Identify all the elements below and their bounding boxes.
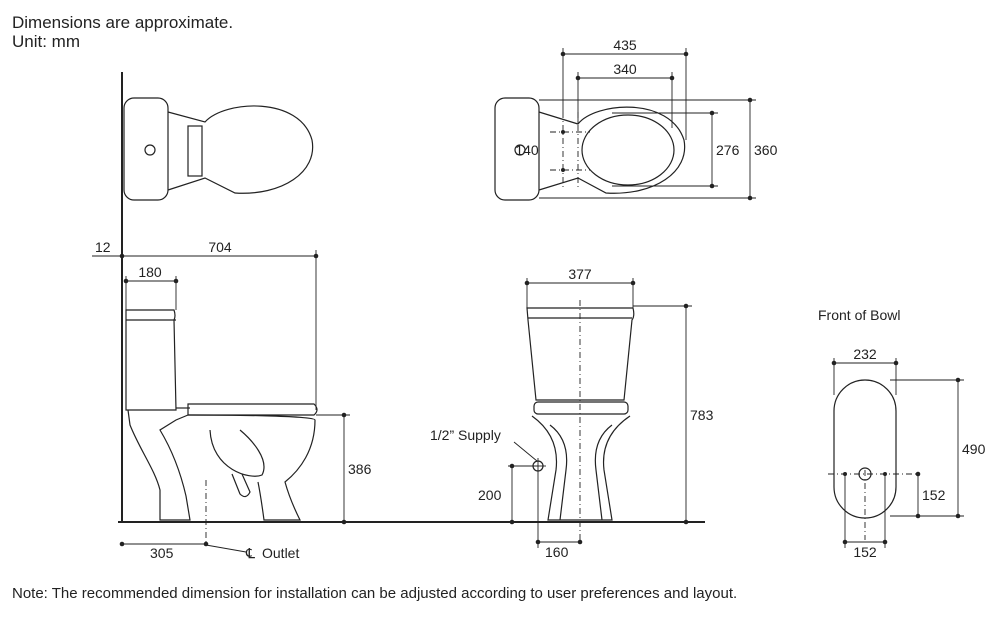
seat-lid: [533, 401, 629, 415]
dim-180: 180: [138, 264, 162, 280]
top-view: 435 340 140 276 360: [123, 37, 778, 201]
installation-note: Note: The recommended dimension for inst…: [12, 585, 738, 602]
tank-outline: [123, 97, 169, 201]
tank-outline: [494, 97, 540, 201]
dim-704: 704: [208, 239, 232, 255]
dim-783: 783: [690, 407, 714, 423]
dim-386: 386: [348, 461, 372, 477]
top-view-plain: [123, 97, 314, 201]
dim-276: 276: [716, 142, 740, 158]
dim-340: 340: [613, 61, 637, 77]
dim-490: 490: [962, 441, 986, 457]
front-of-bowl-view: Front of Bowl 232 490 152 152: [818, 307, 986, 560]
bowl-outline: [127, 409, 316, 521]
seat-opening: [581, 114, 675, 186]
dim-377: 377: [568, 266, 592, 282]
side-view: 12 704 180 386 305 ℄ Outlet: [92, 72, 705, 561]
top-view-dimensioned: 435 340 140 276 360: [494, 37, 778, 201]
dim-435: 435: [613, 37, 637, 53]
dim-152-height: 152: [922, 487, 946, 503]
dim-152-spacing: 152: [853, 544, 877, 560]
trapway: [209, 429, 265, 477]
bowl-outline: [531, 415, 631, 521]
dim-160: 160: [545, 544, 569, 560]
dim-305: 305: [150, 545, 174, 561]
bowl-outline: [538, 106, 686, 194]
front-view: 377 783 1/2” Supply 200 160: [430, 266, 714, 560]
dim-360: 360: [754, 142, 778, 158]
unit-label: Unit: mm: [12, 32, 80, 51]
bowl-view-title: Front of Bowl: [818, 307, 900, 323]
tank-outline: [125, 309, 177, 411]
supply-label: 1/2” Supply: [430, 427, 501, 443]
dimensions-note: Dimensions are approximate.: [12, 13, 234, 32]
dim-12: 12: [95, 239, 111, 255]
bowl-outline: [167, 105, 314, 194]
centerline-symbol: ℄: [245, 545, 255, 561]
seat-lid: [187, 403, 318, 416]
dim-140: 140: [515, 142, 539, 158]
dim-232: 232: [853, 346, 877, 362]
flush-button-icon: [144, 144, 156, 156]
dim-200: 200: [478, 487, 502, 503]
flush-button-icon: [514, 144, 526, 156]
outlet-label: Outlet: [262, 545, 299, 561]
seat-hinge: [187, 125, 203, 177]
